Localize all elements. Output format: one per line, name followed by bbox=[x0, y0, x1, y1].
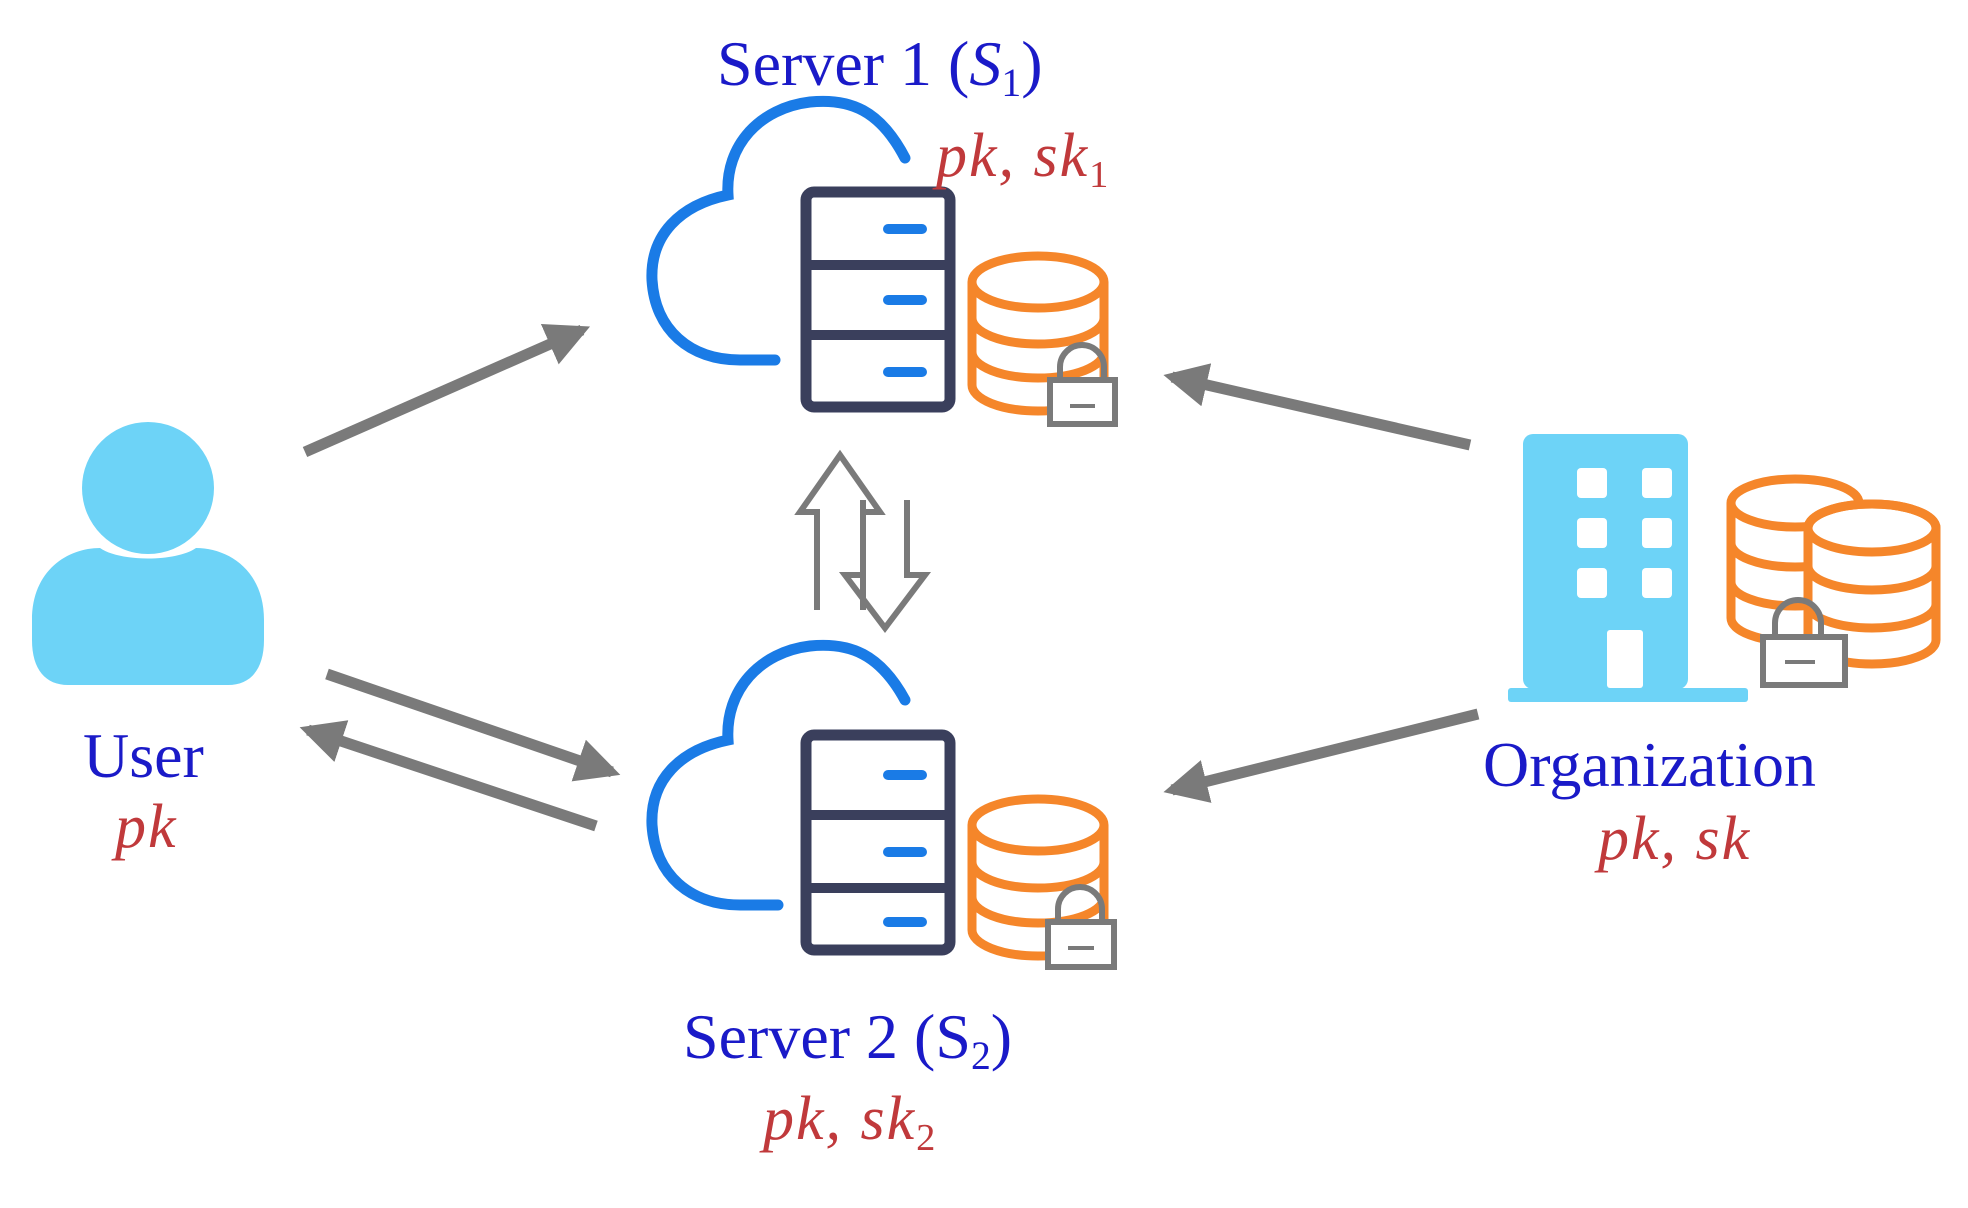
person-icon bbox=[32, 422, 264, 685]
arrow-user-to-server1 bbox=[302, 324, 591, 458]
arrow-user-to-server2 bbox=[325, 668, 621, 782]
server2-group bbox=[646, 639, 1117, 970]
arrow-server2-to-user bbox=[299, 720, 598, 832]
organization-lock-icon bbox=[1760, 597, 1848, 688]
server1-cloud-icon bbox=[646, 95, 911, 366]
flow-arrows bbox=[299, 324, 1480, 832]
server2-rack-icon bbox=[800, 729, 956, 956]
up-hollow-arrow-icon bbox=[794, 449, 886, 610]
server1-lock-icon bbox=[1047, 342, 1118, 427]
server2-cloud-icon bbox=[646, 639, 911, 911]
user-keys: pk bbox=[115, 793, 178, 861]
server2-keys: pk, sk2 bbox=[763, 1085, 938, 1159]
organization-name: Organization bbox=[1483, 729, 1816, 800]
arrow-org-to-server2 bbox=[1163, 708, 1480, 803]
building-icon bbox=[1508, 434, 1748, 702]
server-exchange-arrows bbox=[794, 449, 932, 633]
user-name: User bbox=[83, 720, 204, 791]
server1-keys: pk, sk1 bbox=[936, 122, 1111, 196]
server2-lock-icon bbox=[1045, 884, 1117, 970]
arrow-org-to-server1 bbox=[1163, 363, 1472, 451]
server2-name: Server 2 (S2) bbox=[683, 1001, 1013, 1079]
organization-keys: pk, sk bbox=[1598, 805, 1752, 873]
down-hollow-arrow-icon bbox=[838, 500, 932, 633]
server1-name: Server 1 (S1) bbox=[717, 28, 1043, 106]
server1-group bbox=[646, 95, 1118, 427]
server1-rack-icon bbox=[800, 186, 956, 413]
